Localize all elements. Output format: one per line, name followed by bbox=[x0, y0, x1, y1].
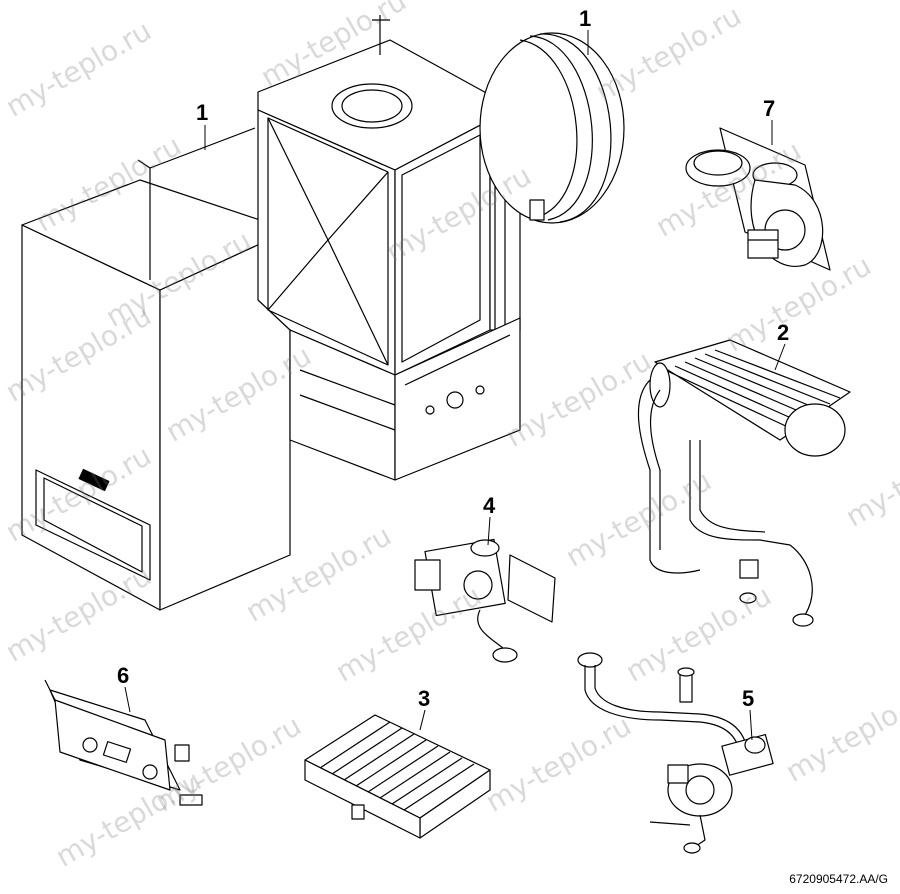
front-casing bbox=[21, 127, 291, 611]
burner bbox=[304, 714, 491, 839]
callout-pump: 5 bbox=[742, 686, 755, 711]
callout-burner: 3 bbox=[418, 686, 431, 711]
heat-exchanger bbox=[637, 339, 851, 627]
gas-valve bbox=[414, 538, 556, 663]
callout-expansion-vessel: 1 bbox=[579, 6, 592, 31]
boiler-chassis bbox=[257, 15, 521, 481]
callout-casing: 1 bbox=[196, 100, 209, 125]
control-panel bbox=[44, 679, 203, 806]
leader-lines bbox=[124, 30, 786, 741]
document-id: 6720905472.AA/G bbox=[789, 872, 888, 886]
callout-control-panel: 6 bbox=[117, 663, 130, 688]
callout-gas-valve: 4 bbox=[483, 493, 496, 518]
fan-assembly bbox=[685, 127, 831, 271]
expansion-vessel bbox=[479, 32, 625, 224]
pump bbox=[577, 652, 774, 854]
callout-fan: 7 bbox=[763, 96, 776, 121]
callout-heat-exchanger: 2 bbox=[777, 320, 790, 345]
